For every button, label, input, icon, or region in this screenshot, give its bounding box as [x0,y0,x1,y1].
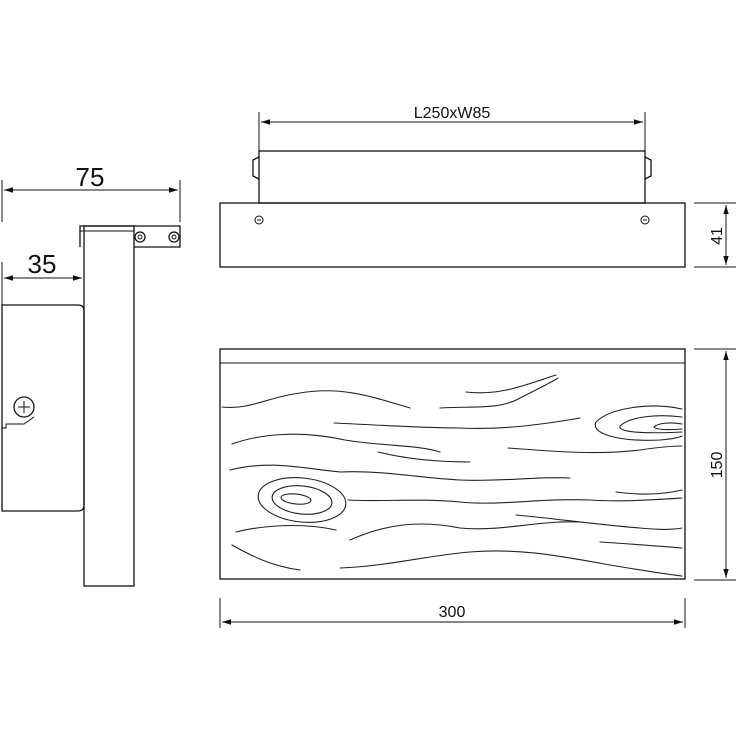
front-view: 150 300 [219,348,736,628]
top-bracket [258,150,646,204]
top-body [219,202,686,268]
top-view: L250xW85 41 [219,105,736,268]
dimension-l250xw85-label: L250xW85 [414,105,491,122]
dimension-41: 41 [694,202,736,268]
bolt-icon [134,231,180,243]
bolt-icon [254,215,650,225]
dimension-35: 35 [1,249,85,305]
wood-knot [257,405,683,523]
wood-grain-pattern [221,374,683,577]
dimension-35-label: 35 [28,249,57,279]
dimension-41-label: 41 [709,227,726,245]
dimension-150-label: 150 [709,452,726,479]
dimension-75: 75 [1,162,181,222]
dimension-300: 300 [219,598,686,628]
dimension-75-label: 75 [76,162,105,192]
dimension-150: 150 [694,348,736,581]
front-body [219,348,686,580]
side-view: 75 35 [1,162,181,587]
dimension-l250xw85: L250xW85 [258,105,646,160]
dimension-300-label: 300 [439,604,466,621]
side-panel [83,225,135,587]
side-bracket [79,225,181,248]
screw-icon [2,396,35,429]
